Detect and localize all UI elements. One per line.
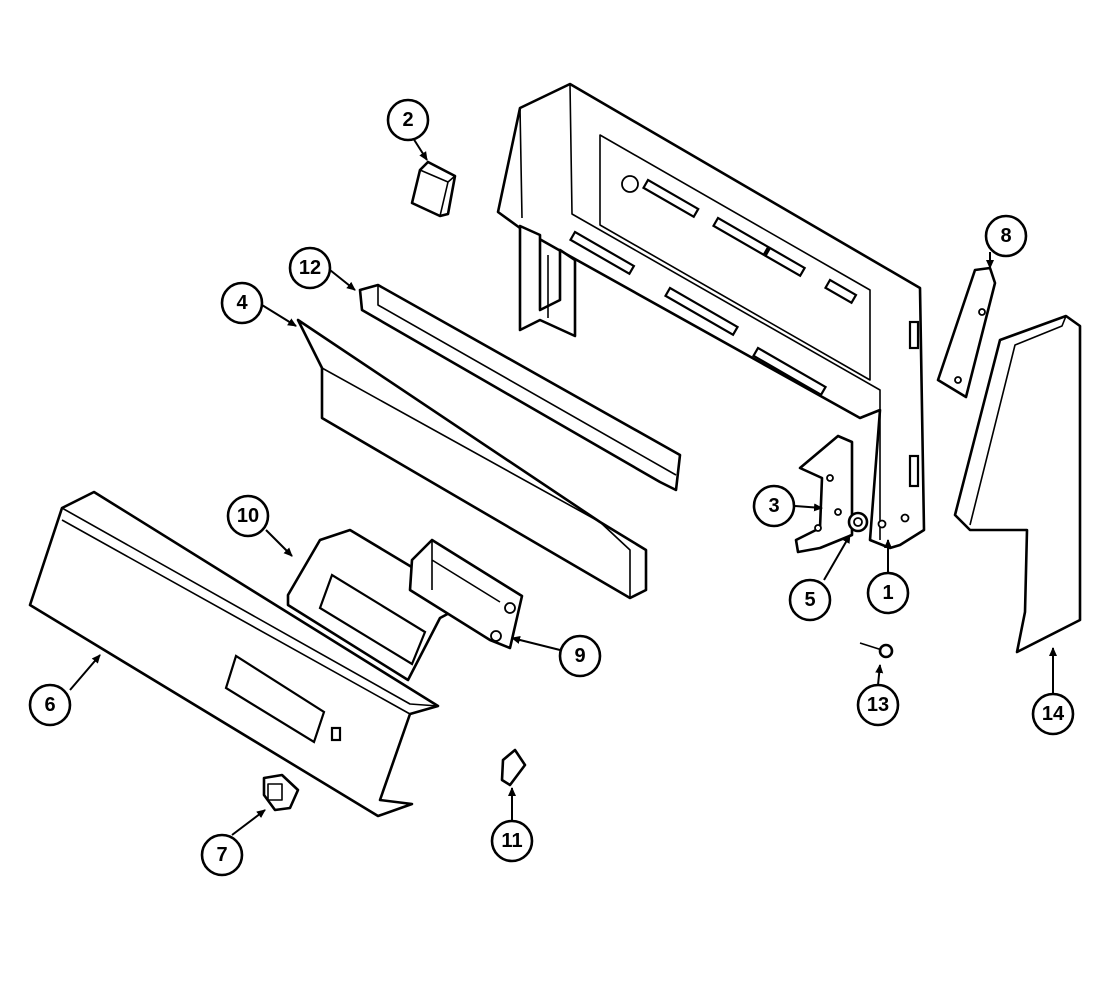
part-4-panel bbox=[296, 318, 648, 600]
part-2-cap bbox=[410, 160, 457, 218]
callout-8-label: 8 bbox=[1000, 225, 1011, 247]
callout-9-label: 9 bbox=[574, 645, 585, 667]
callout-1: 1 bbox=[866, 571, 910, 615]
callout-12-label: 12 bbox=[299, 257, 321, 279]
part-9-clock-module bbox=[408, 538, 524, 650]
callout-1-label: 1 bbox=[882, 582, 893, 604]
callout-14: 14 bbox=[1031, 692, 1075, 736]
callout-2-label: 2 bbox=[402, 109, 413, 131]
callout-13: 13 bbox=[856, 683, 900, 727]
part-14-end-panel bbox=[953, 314, 1082, 654]
callout-9: 9 bbox=[558, 634, 602, 678]
callout-3-label: 3 bbox=[768, 495, 779, 517]
callout-11: 11 bbox=[490, 819, 534, 863]
callout-7: 7 bbox=[200, 833, 244, 877]
part-13-screw bbox=[859, 642, 894, 659]
callout-4: 4 bbox=[220, 281, 264, 325]
callout-10: 10 bbox=[226, 494, 270, 538]
callout-12: 12 bbox=[288, 246, 332, 290]
callout-4-label: 4 bbox=[236, 292, 248, 314]
callout-10-label: 10 bbox=[237, 505, 259, 527]
callout-8: 8 bbox=[984, 214, 1028, 258]
callout-3: 3 bbox=[752, 484, 796, 528]
callout-13-label: 13 bbox=[867, 694, 889, 716]
callout-6-label: 6 bbox=[44, 694, 55, 716]
callout-5-label: 5 bbox=[804, 589, 815, 611]
callout-11-label: 11 bbox=[501, 830, 522, 852]
callout-14-label: 14 bbox=[1042, 703, 1065, 725]
leader-lines bbox=[69, 137, 1057, 836]
callout-7-label: 7 bbox=[216, 844, 227, 866]
callout-2: 2 bbox=[386, 98, 430, 142]
part-11-clip bbox=[500, 748, 527, 787]
callout-5: 5 bbox=[788, 578, 832, 622]
part-3-bracket bbox=[794, 434, 854, 554]
callout-6: 6 bbox=[28, 683, 72, 727]
part-5-grommet bbox=[847, 511, 869, 533]
part-12-trim-strip bbox=[358, 283, 682, 492]
part-7-switch bbox=[262, 773, 300, 812]
part-6-control-panel bbox=[28, 490, 440, 818]
part-1-backguard-frame bbox=[496, 82, 926, 550]
part-8-end-bracket bbox=[936, 266, 997, 399]
